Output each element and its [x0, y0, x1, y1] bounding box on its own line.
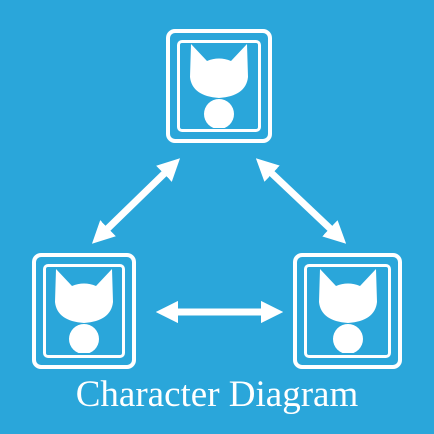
- character-card-bottom-right-inner-frame: [304, 264, 391, 358]
- character-card-top-inner-frame: [177, 40, 261, 132]
- character-card-bottom-left: [32, 253, 136, 369]
- character-card-top: [166, 29, 272, 143]
- character-card-bottom-right: [293, 253, 402, 369]
- diagram-title: Character Diagram: [75, 374, 359, 415]
- arrow-top-to-right: [255, 158, 347, 244]
- character-card-bottom-left-inner-frame: [43, 264, 125, 358]
- arrow-top-to-left: [91, 158, 181, 244]
